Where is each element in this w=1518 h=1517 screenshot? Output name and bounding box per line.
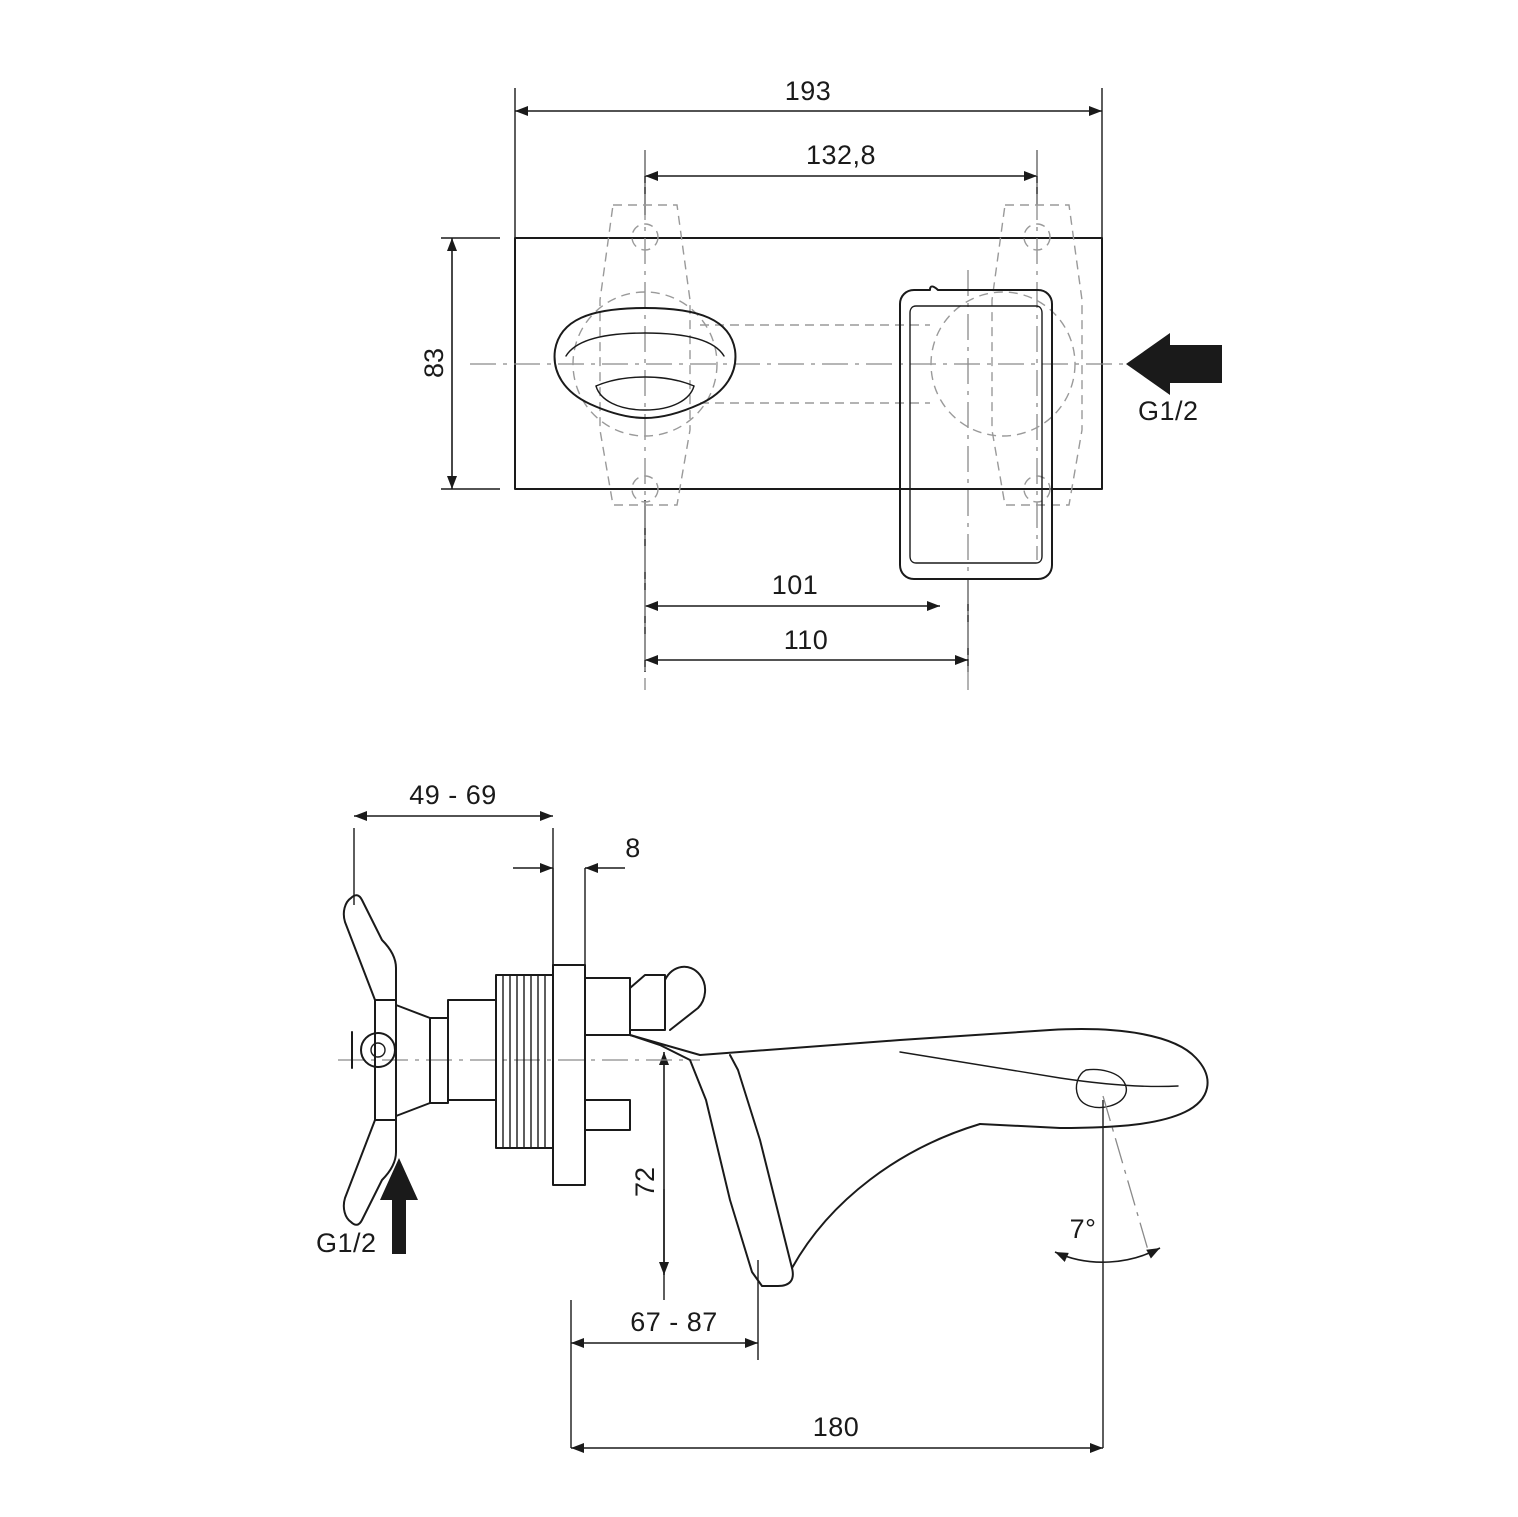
threaded-barrel bbox=[447, 974, 554, 1149]
spout-front-outline bbox=[899, 285, 1053, 580]
thread-hatching bbox=[502, 974, 546, 1149]
hidden-connection-tube bbox=[700, 324, 930, 404]
dim-wall-depth-range-label: 49 - 69 bbox=[409, 780, 497, 810]
lever-handle-front bbox=[553, 307, 737, 419]
outlet-angle-group: 7° bbox=[1054, 1095, 1161, 1263]
escutcheon-side bbox=[552, 964, 586, 1186]
dim-overall-width: 193 bbox=[515, 76, 1102, 116]
hidden-internal-body-left bbox=[572, 204, 718, 506]
front-view-group: 193 132,8 83 101 110 bbox=[419, 76, 1222, 690]
dim-spout-centre-offset-label: 101 bbox=[772, 570, 819, 600]
body-front-of-wall bbox=[584, 965, 706, 1131]
dim-plate-height-label: 83 bbox=[419, 348, 449, 378]
side-ext-lines bbox=[353, 828, 1104, 1448]
dim-mounting-centres-label: 132,8 bbox=[806, 140, 876, 170]
dim-spout-height-label: 72 bbox=[630, 1167, 660, 1197]
dim-spout-centre-offset: 101 bbox=[645, 570, 940, 611]
side-view-group: 49 - 69 8 72 67 - 87 180 bbox=[316, 780, 1209, 1453]
dim-lever-centre-offset-label: 110 bbox=[784, 625, 829, 655]
dim-projection: 180 bbox=[571, 1412, 1103, 1453]
dim-lever-centre-offset: 110 bbox=[645, 625, 968, 665]
inlet-arrow-right: G1/2 bbox=[1126, 333, 1222, 426]
dim-wall-depth-range: 49 - 69 bbox=[354, 780, 553, 821]
dim-escutcheon-thickness-label: 8 bbox=[625, 833, 641, 863]
dim-spout-root-range: 67 - 87 bbox=[571, 1307, 758, 1348]
hidden-internal-body-right bbox=[930, 204, 1083, 506]
spout-side-outline bbox=[629, 1028, 1209, 1287]
dim-projection-label: 180 bbox=[813, 1412, 860, 1442]
dim-spout-root-range-label: 67 - 87 bbox=[630, 1307, 718, 1337]
dim-spout-height: 72 bbox=[630, 1052, 669, 1275]
dim-escutcheon-thickness: 8 bbox=[513, 833, 641, 873]
dim-plate-height: 83 bbox=[419, 238, 457, 489]
dim-mounting-centres-width: 132,8 bbox=[645, 140, 1037, 181]
inlet-arrow-left: G1/2 bbox=[316, 1158, 418, 1258]
lever-handle-side bbox=[342, 894, 449, 1226]
dim-overall-width-label: 193 bbox=[785, 76, 832, 106]
inlet-connection-right-label: G1/2 bbox=[1138, 396, 1199, 426]
outlet-angle-label: 7° bbox=[1070, 1214, 1097, 1244]
inlet-connection-left-label: G1/2 bbox=[316, 1228, 377, 1258]
